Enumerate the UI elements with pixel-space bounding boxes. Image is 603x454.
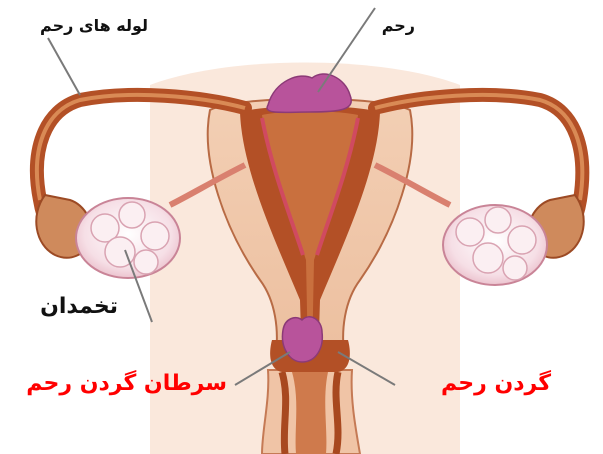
ovary-left: [76, 198, 180, 278]
vaginal-wall-right: [336, 372, 338, 454]
ovary-right: [443, 205, 547, 285]
label-cervix: گردن رحم: [441, 373, 551, 395]
label-ovary: تخمدان: [40, 296, 118, 318]
label-uterus: رحم: [382, 18, 415, 34]
vaginal-lumen: [292, 372, 328, 454]
vaginal-wall-left: [282, 372, 286, 454]
label-cervical-cancer: سرطان گردن رحم: [26, 373, 227, 395]
cervical-tumor: [282, 317, 322, 362]
tubes-leader-line: [48, 38, 80, 95]
label-fallopian-tubes: لوله های رحم: [40, 18, 148, 34]
